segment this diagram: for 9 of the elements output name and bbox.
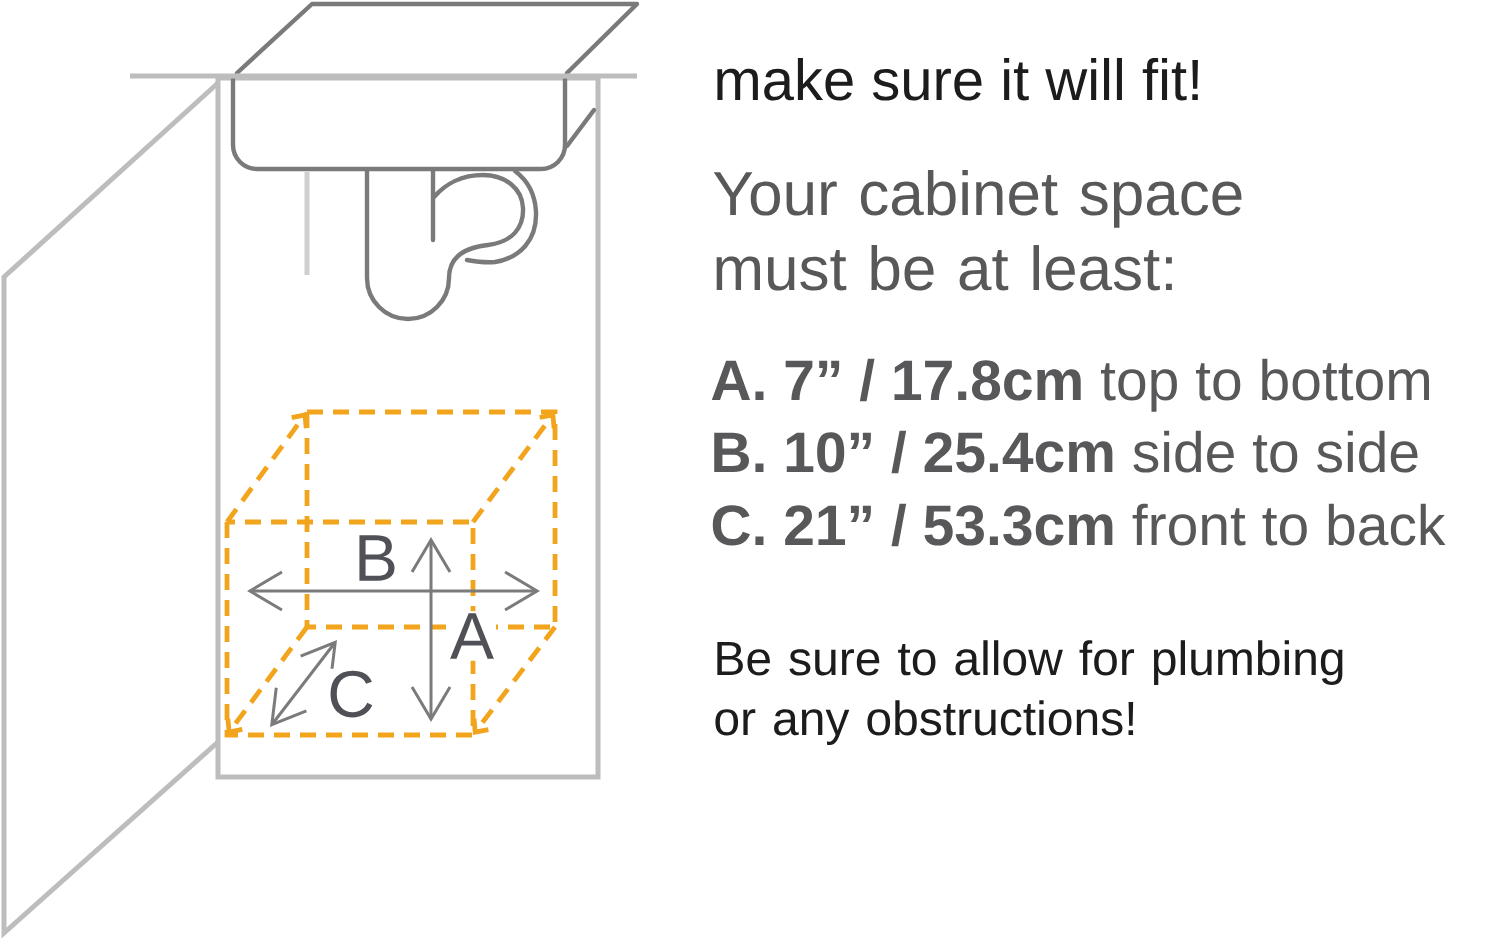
note-text: Be sure to allow for plumbing or any obstructions! (715, 640, 1343, 745)
dimension-letter: A (448, 611, 496, 661)
spec-line: A. 7” / 17.8cm top to bottom (711, 358, 1429, 412)
body-text: Your cabinet space must be at least: (713, 170, 1242, 291)
spec-line: C. 21” / 53.3cm front to back (712, 503, 1446, 547)
heading: make sure it will fit! (717, 57, 1198, 101)
dimension-letter: B (352, 533, 400, 583)
spec-line: B. 10” / 25.4cm side to side (714, 430, 1418, 474)
dimension-letter: C (325, 668, 377, 720)
